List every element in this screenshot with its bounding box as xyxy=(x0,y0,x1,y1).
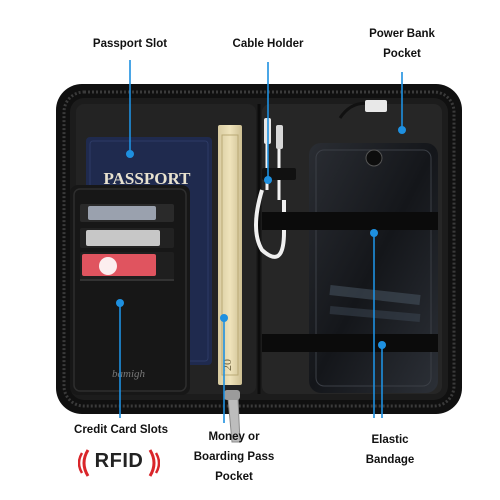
power-bank-label: Power Bank Pocket xyxy=(369,28,435,60)
brand-mark: bamigh xyxy=(112,368,146,380)
elastic-dot-bottom xyxy=(378,341,386,349)
credit-card xyxy=(86,230,160,246)
power-bank-dot xyxy=(398,126,406,134)
cable-dot xyxy=(264,176,272,184)
rfid-text: RFID xyxy=(94,450,144,472)
card-dot xyxy=(116,299,124,307)
credit-card xyxy=(88,206,156,220)
usb-cable xyxy=(254,100,387,259)
money-dot xyxy=(220,314,228,322)
passport-title: PASSPORT xyxy=(104,169,192,188)
banknote-value: 20 xyxy=(220,359,234,371)
elastic-bandage-label: Elastic Bandage xyxy=(365,434,415,466)
card-pocket: bamigh xyxy=(70,185,190,395)
money-boarding-pass-label: Money or Boarding Pass Pocket xyxy=(193,431,275,483)
zipper-puller xyxy=(224,390,241,443)
elastic-bands xyxy=(262,212,438,352)
passport-dot xyxy=(126,150,134,158)
passport-slot-label: Passport Slot xyxy=(92,38,168,50)
credit-card xyxy=(82,254,156,276)
rfid-badge: RFID xyxy=(77,446,161,480)
cable-holder-label: Cable Holder xyxy=(232,38,304,50)
callout-dots xyxy=(116,126,406,349)
elastic-dot-top xyxy=(370,229,378,237)
banknote: 20 xyxy=(218,125,242,385)
callout-pointers xyxy=(119,60,403,423)
credit-card-slots-label: Credit Card Slots xyxy=(74,424,168,436)
rfid-waves-icon xyxy=(77,449,161,477)
